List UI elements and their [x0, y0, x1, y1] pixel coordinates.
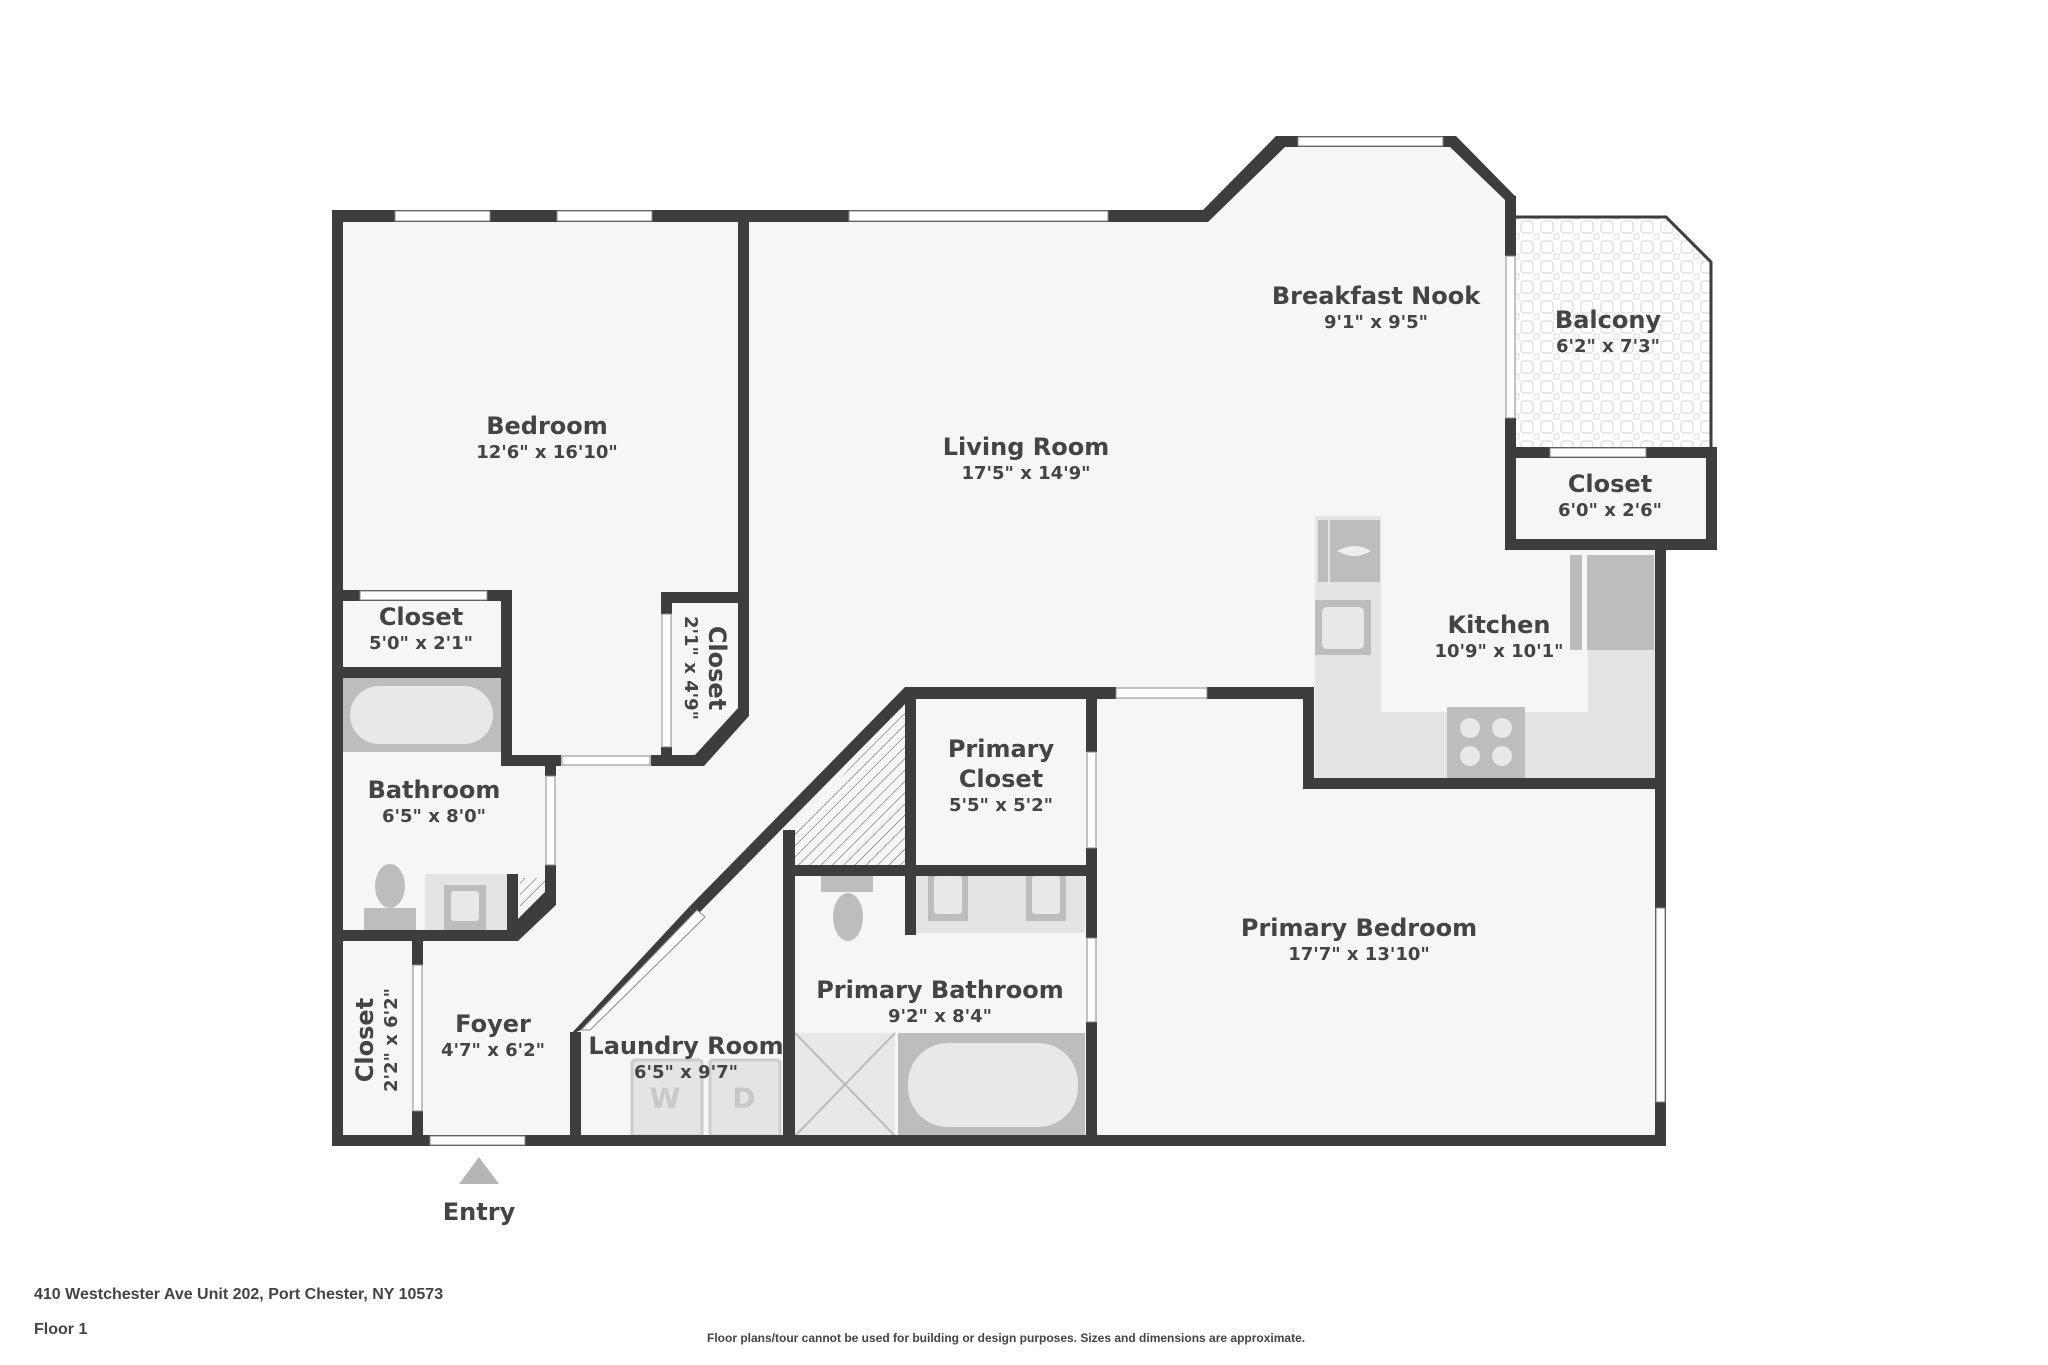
room-dims: 4'7" x 6'2"	[440, 1040, 546, 1061]
room-dims: 2'2" x 6'2"	[381, 987, 402, 1093]
room-dims: 10'9" x 10'1"	[1434, 641, 1564, 662]
room-name: Closet	[1567, 470, 1653, 498]
room-name: Living Room	[942, 433, 1110, 461]
room-primary-closet: Primary Closet 5'5" x 5'2"	[948, 734, 1054, 818]
room-closet-balcony: Closet 6'0" x 2'6"	[1558, 469, 1662, 523]
address-text: 410 Westchester Ave Unit 202, Port Chest…	[34, 1286, 444, 1303]
room-name: Primary Bathroom	[816, 976, 1064, 1004]
room-dims: 2'1" x 4'9"	[680, 615, 701, 721]
room-name: Closet	[351, 997, 379, 1083]
room-dims: 17'7" x 13'10"	[1288, 944, 1430, 965]
room-dims: 6'5" x 9'7"	[633, 1062, 739, 1083]
washer-label: W	[649, 1081, 681, 1115]
room-name: Primary Bedroom	[1240, 914, 1478, 942]
washer-dryer	[630, 1058, 782, 1138]
room-dims: 12'6" x 16'10"	[476, 442, 618, 463]
room-name: Balcony	[1554, 306, 1662, 334]
room-closet-foyer: Closet 2'2" x 6'2"	[350, 988, 404, 1092]
room-dims: 5'0" x 2'1"	[368, 633, 474, 654]
laundry-opening	[579, 909, 706, 1031]
bathroom-fixtures	[342, 678, 545, 930]
floor-area	[332, 136, 1666, 1146]
room-living-room: Living Room 17'5" x 14'9"	[943, 432, 1109, 486]
room-name: Primary	[947, 735, 1055, 763]
room-primary-bathroom: Primary Bathroom 9'2" x 8'4"	[816, 975, 1064, 1029]
room-closet-bedroom: Closet 5'0" x 2'1"	[369, 602, 473, 656]
room-primary-bedroom: Primary Bedroom 17'7" x 13'10"	[1241, 913, 1477, 967]
room-foyer: Foyer 4'7" x 6'2"	[441, 1009, 545, 1063]
room-dims: 6'0" x 2'6"	[1557, 500, 1663, 521]
room-name: Closet	[378, 603, 464, 631]
kitchen-counters	[1315, 516, 1655, 784]
room-name: Laundry Room	[588, 1032, 784, 1060]
room-name: Bathroom	[367, 776, 501, 804]
room-dims: 6'5" x 8'0"	[381, 806, 487, 827]
balcony-closet-floor	[1510, 452, 1712, 544]
dryer-label: D	[732, 1081, 756, 1115]
room-closet-small: Closet 2'1" x 4'9"	[678, 616, 732, 720]
room-dims: 6'2" x 7'3"	[1555, 336, 1661, 357]
room-breakfast-nook: Breakfast Nook 9'1" x 9'5"	[1272, 281, 1480, 335]
hatched-void	[795, 705, 905, 868]
room-name: Foyer	[455, 1010, 531, 1038]
room-name: Breakfast Nook	[1271, 282, 1481, 310]
room-bedroom: Bedroom 12'6" x 16'10"	[476, 411, 618, 465]
room-name: Closet	[703, 625, 731, 711]
entry-label: Entry	[442, 1198, 516, 1226]
primary-bathroom-fixtures	[794, 876, 1085, 1137]
room-name: Kitchen	[1447, 611, 1551, 639]
room-bathroom: Bathroom 6'5" x 8'0"	[368, 775, 501, 829]
openings	[359, 136, 1666, 1146]
room-name: Bedroom	[486, 412, 608, 440]
floor-label: Floor 1	[34, 1321, 88, 1338]
room-dims: 9'1" x 9'5"	[1323, 312, 1429, 333]
room-dims: 17'5" x 14'9"	[961, 463, 1091, 484]
disclaimer-text: Floor plans/tour cannot be used for buil…	[707, 1331, 1306, 1345]
room-dims: 5'5" x 5'2"	[948, 795, 1054, 816]
entry-arrow-icon	[459, 1157, 499, 1184]
room-name-line2: Closet	[958, 765, 1044, 793]
room-laundry-room: Laundry Room 6'5" x 9'7"	[588, 1031, 783, 1085]
room-kitchen: Kitchen 10'9" x 10'1"	[1434, 610, 1563, 664]
room-balcony: Balcony 6'2" x 7'3"	[1555, 305, 1661, 359]
room-dims: 9'2" x 8'4"	[887, 1006, 993, 1027]
